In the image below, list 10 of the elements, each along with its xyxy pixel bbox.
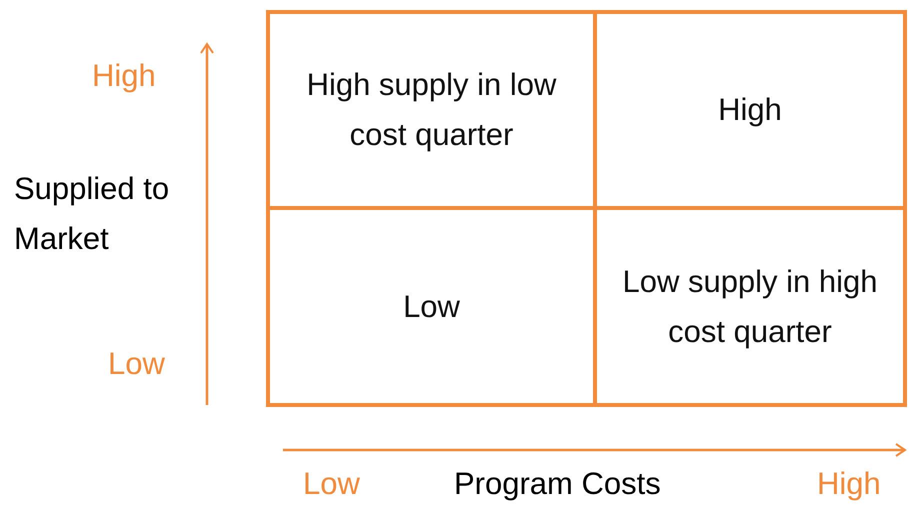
axis-label: Low (108, 346, 165, 382)
quadrant-text: High (718, 91, 782, 130)
axis-title: Supplied to Market (14, 170, 170, 258)
quadrant-text: Low (403, 288, 460, 326)
axis-label: High (92, 58, 156, 94)
quadrant-text: High supply in low cost quarter (306, 66, 558, 154)
axis-label: High (817, 466, 881, 502)
quadrant-text: Low supply in high cost quarter (621, 262, 879, 350)
axis-title: Program Costs (454, 466, 661, 502)
axis-label: Low (303, 466, 360, 502)
